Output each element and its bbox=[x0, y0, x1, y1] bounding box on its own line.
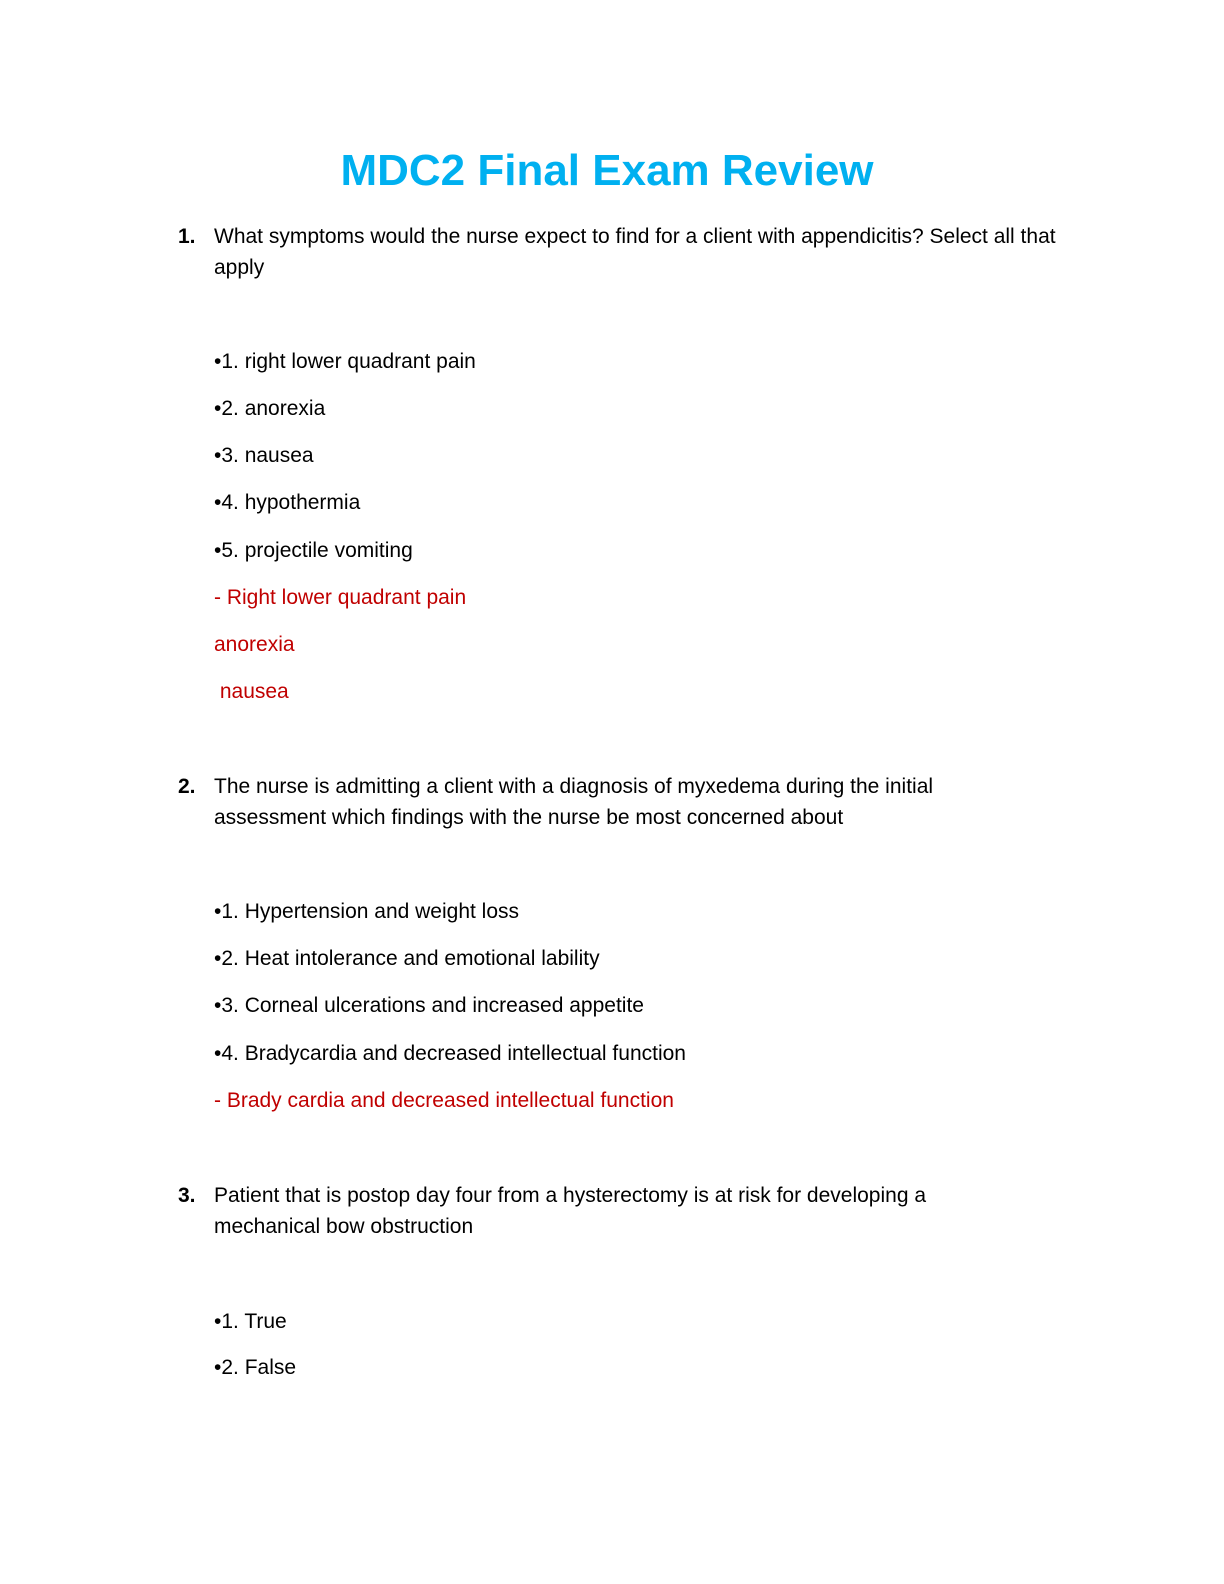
option-item: •3. Corneal ulcerations and increased ap… bbox=[214, 994, 644, 1017]
option-item: •1. right lower quadrant pain bbox=[214, 350, 476, 373]
option-item: •1. Hypertension and weight loss bbox=[214, 900, 520, 923]
question-text: The nurse is admitting a client with a d… bbox=[214, 775, 934, 829]
question-3: 3. Patient that is postop day four from … bbox=[178, 1180, 1078, 1242]
answer-item: nausea bbox=[214, 680, 289, 703]
answer-item: anorexia bbox=[214, 633, 295, 656]
question-number: 1. bbox=[178, 225, 196, 248]
option-item: •3. nausea bbox=[214, 444, 314, 467]
question-number: 2. bbox=[178, 775, 196, 798]
question-text: What symptoms would the nurse expect to … bbox=[214, 225, 1056, 279]
option-item: •4. Bradycardia and decreased intellectu… bbox=[214, 1042, 686, 1065]
option-item: •2. anorexia bbox=[214, 397, 326, 420]
answer-item: - Right lower quadrant pain bbox=[214, 586, 467, 609]
question-text: Patient that is postop day four from a h… bbox=[214, 1184, 927, 1238]
option-item: •5. projectile vomiting bbox=[214, 539, 413, 562]
question-2: 2. The nurse is admitting a client with … bbox=[178, 771, 1078, 833]
question-1: 1. What symptoms would the nurse expect … bbox=[178, 221, 1078, 283]
option-item: •2. Heat intolerance and emotional labil… bbox=[214, 947, 600, 970]
option-item: •4. hypothermia bbox=[214, 491, 361, 514]
option-item: •2. False bbox=[214, 1356, 297, 1379]
question-number: 3. bbox=[178, 1184, 196, 1207]
answer-item: - Brady cardia and decreased intellectua… bbox=[214, 1089, 674, 1112]
option-item: •1. True bbox=[214, 1310, 287, 1333]
document-title: MDC2 Final Exam Review bbox=[340, 146, 874, 195]
